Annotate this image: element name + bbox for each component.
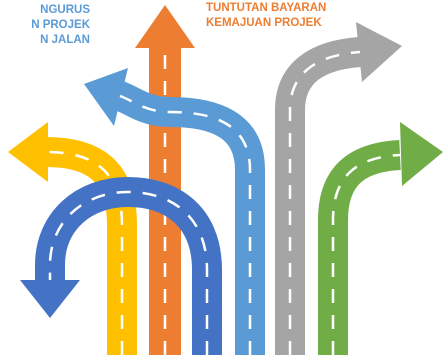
- dark-blue-arrow: [20, 177, 222, 355]
- left-label-line-3: N JALAN: [40, 34, 90, 46]
- gray-arrow-head: [356, 22, 402, 82]
- dark-blue-arrow-lanes: [48, 190, 209, 355]
- gray-arrow: [275, 22, 402, 355]
- left-label-line-1: NGURUS: [40, 4, 90, 16]
- right-label-line-2: KEMAJUAN PROJEK: [206, 17, 322, 29]
- yellow-arrow-head: [8, 122, 48, 182]
- green-arrow: [318, 122, 443, 355]
- green-arrow-head: [400, 122, 443, 186]
- green-arrow-lanes: [331, 153, 401, 355]
- right-label-line-1: TUNTUTAN BAYARAN: [206, 2, 327, 14]
- green-arrow-road: [318, 140, 402, 355]
- right-label: TUNTUTAN BAYARAN KEMAJUAN PROJEK: [206, 1, 326, 31]
- left-label: NGURUS N PROJEK N JALAN: [31, 3, 90, 48]
- light-blue-arrow-road: [114, 81, 265, 355]
- light-blue-arrow-head: [84, 68, 128, 126]
- yellow-arrow: [8, 122, 137, 355]
- light-blue-arrow: [84, 68, 265, 355]
- yellow-arrow-lanes: [45, 150, 124, 355]
- dark-blue-arrow-head: [20, 280, 80, 318]
- gray-arrow-lanes: [288, 50, 361, 355]
- orange-arrow-head: [135, 5, 195, 48]
- left-label-line-2: N PROJEK: [31, 19, 90, 31]
